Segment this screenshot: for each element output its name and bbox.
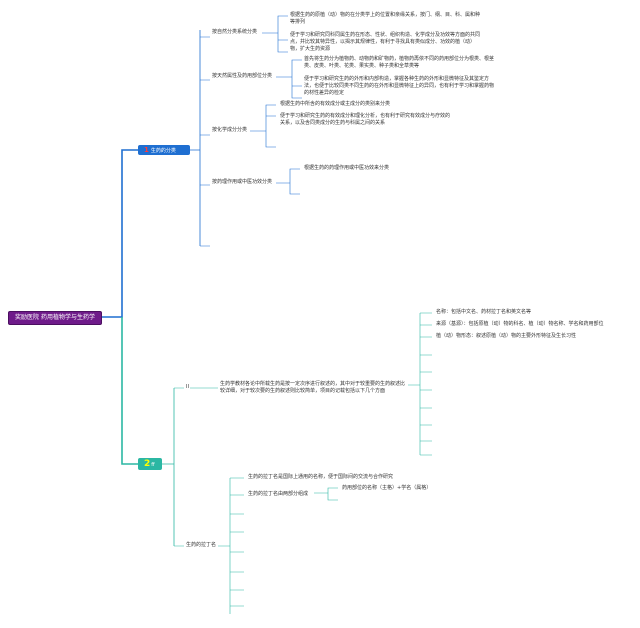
root-trunk-2 — [121, 317, 138, 465]
branch-1-number: 1 — [144, 146, 149, 154]
chemical-item-2[interactable]: 便于学习和研究生药的有效成分和理化分析，也有利于研究有效成分与疗效的关系，以及含… — [280, 113, 451, 126]
branch-2-node[interactable]: 2ff — [138, 458, 162, 470]
b2-sub1-description[interactable]: 生药学教材各论中所载生药是按一定次序进行叙述的，其中对于较重要的生药叙述比较详细… — [220, 381, 406, 394]
b1-ticks — [200, 36, 210, 247]
part-item-1[interactable]: 首先将生药分为植物药、动物药和矿物药，植物药再依不同的药用部位分为根类、根茎类、… — [304, 56, 495, 69]
branch-1-label: 生药的分类 — [150, 148, 176, 154]
pharmacology-item-1[interactable]: 根据生药的药理作用或中医功效来分类 — [304, 165, 390, 171]
chemical-item-1[interactable]: 根据生药中所含的有效成分或主成分的类别来分类 — [280, 101, 391, 107]
b2-spine — [162, 388, 175, 546]
branch-2-number: 2 — [144, 459, 151, 469]
b1-spine — [190, 30, 201, 246]
group-medicinal-part[interactable]: 按天然属性及药用部位分类 — [212, 73, 273, 79]
group-natural-classification[interactable]: 按自然分类系统分类 — [212, 29, 258, 35]
root-trunk — [100, 149, 138, 318]
b2-sub2-spine — [218, 478, 231, 614]
b2-sub1-item-morphology[interactable]: 植（动）物形态：叙述原植（动）物的主要外形特征及生长习性 — [436, 333, 577, 339]
b2-sub1-spine — [408, 313, 421, 455]
group-chemical-components[interactable]: 按化学成分分类 — [212, 127, 248, 133]
group-pharmacology[interactable]: 按药理作用或中医功效分类 — [212, 179, 273, 185]
b2-sub2-label[interactable]: 生药的拉丁名 — [186, 542, 217, 548]
root-node[interactable]: 奖励医院 药用植物学与生药学 — [8, 311, 102, 325]
b2-sub2-item-1[interactable]: 生药的拉丁名是国际上通用的名称，便于国际间的交流与合作研究 — [248, 474, 394, 480]
part-item-2[interactable]: 便于学习和研究生药的外形和内部构造，掌握各种生药的外形和显微特征及其鉴定方法，也… — [304, 76, 495, 96]
natural-item-1[interactable]: 根据生药的原植（动）物的在分类学上的位置和亲缘关系，按门、纲、目、科、属和种等排… — [290, 12, 481, 25]
b2-sub1-item-source[interactable]: 来源（基源）：包括原植（动）物的科名、植（动）物名称、学名和药用部位 — [436, 321, 604, 327]
branch-2-suffix: ff — [151, 462, 155, 468]
b2-sub1-label[interactable]: II — [186, 384, 189, 390]
natural-item-2[interactable]: 便于学习和研究同科同属生药在形态、性状、组织构造、化学成分及功效等方面的共同点，… — [290, 32, 481, 52]
b2-sub2-item-2[interactable]: 生药的拉丁名由两部分组成 — [248, 491, 309, 497]
b2-sub1-item-name[interactable]: 名称：包括中文名、药材拉丁名和英文名等 — [436, 309, 532, 315]
b2-sub2-detail[interactable]: 药用部位的名称（主格）+学名（属格） — [342, 485, 432, 491]
